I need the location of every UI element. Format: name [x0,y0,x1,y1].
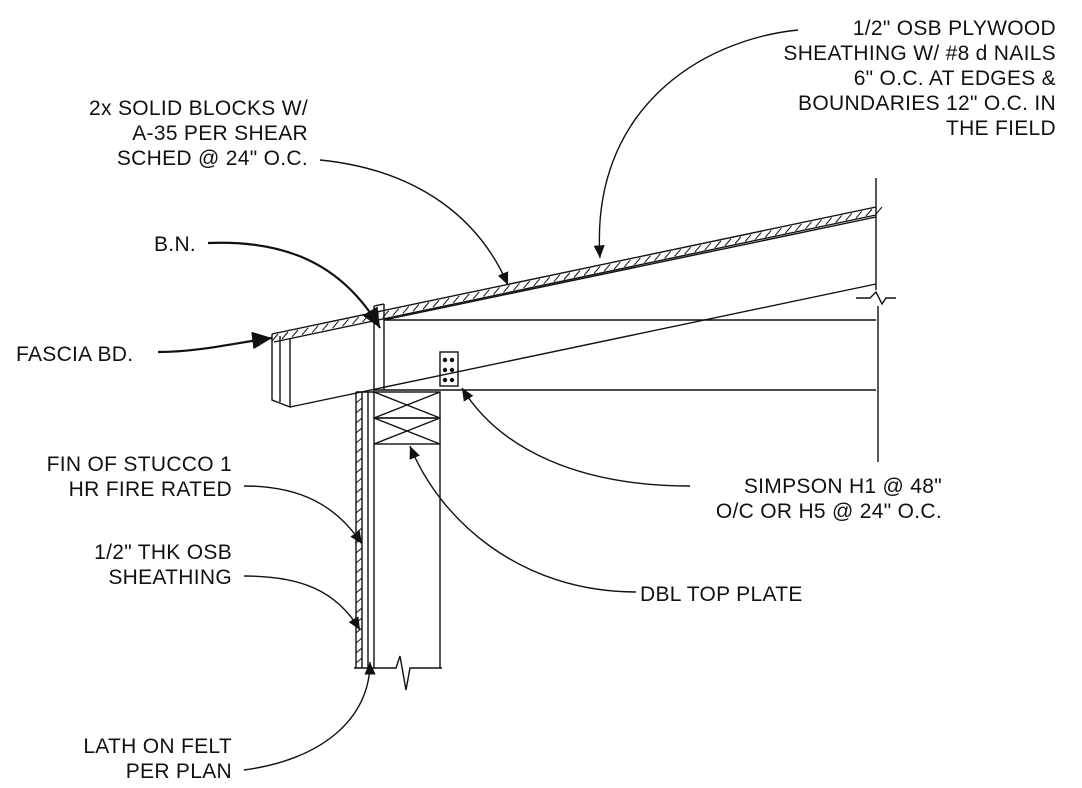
rafter-top-edge [383,216,877,321]
leader-stucco [243,485,363,545]
leader-osb-plywood [593,29,799,259]
roof-sheathing [271,206,883,343]
leader-solid-blocks [319,159,509,286]
rafter-bottom-edge [289,283,877,408]
leader-top-plate [409,445,637,593]
wall-stud [373,444,441,668]
leader-simpson [461,387,691,487]
label-fascia: FASCIA BD. [16,343,134,366]
fascia-board [271,334,291,409]
label-top-plate: DBL TOP PLATE [640,583,803,606]
interior-wall-break [856,178,896,462]
leader-fascia [157,331,273,354]
label-lath: LATH ON FELT PER PLAN [83,735,232,783]
label-osb-plywood: 1/2" OSB PLYWOOD SHEATHING W/ #8 d NAILS… [783,17,1056,140]
double-top-plate [373,391,441,445]
leader-lath [243,661,376,771]
leader-bn [207,241,381,329]
exterior-wall-layers [355,391,374,668]
wall-break-line [354,655,442,691]
label-osb-thk: 1/2" THK OSB SHEATHING [94,541,232,589]
hurricane-tie [439,351,459,387]
leader-osb-thk [243,575,361,631]
ceiling-joist [374,319,876,391]
label-stucco: FIN OF STUCCO 1 HR FIRE RATED [46,453,232,501]
label-solid-blocks: 2x SOLID BLOCKS W/ A-35 PER SHEAR SCHED … [89,97,308,170]
label-bn: B.N. [154,233,197,256]
label-simpson: SIMPSON H1 @ 48" O/C OR H5 @ 24" O.C. [715,475,942,523]
